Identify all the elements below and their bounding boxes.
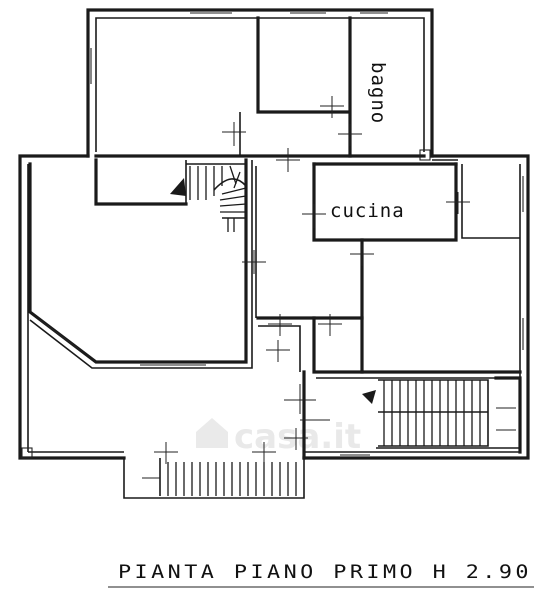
room-label-cucina: cucina: [330, 200, 405, 222]
lower-right-staircase: [362, 379, 489, 447]
dimension-ticks: [154, 96, 516, 464]
fixtures: [21, 149, 431, 459]
plan-caption: PIANTA PIANO PRIMO H 2.90: [118, 561, 532, 583]
room-label-bagno: bagno: [367, 62, 389, 124]
house-icon: [196, 418, 228, 448]
upper-staircase: [170, 163, 247, 232]
windows: [39, 12, 524, 456]
watermark-text: casa.it: [234, 417, 361, 457]
watermark: casa.it: [196, 417, 361, 457]
stair-arrow-icon: [362, 390, 376, 404]
stair-treads-upper: [383, 380, 481, 412]
entrance-staircase: [123, 458, 305, 499]
stair-treads-lower: [383, 412, 481, 446]
interior-walls: [28, 16, 522, 460]
outer-walls: [18, 8, 530, 460]
stair-arrow-icon: [170, 178, 186, 196]
